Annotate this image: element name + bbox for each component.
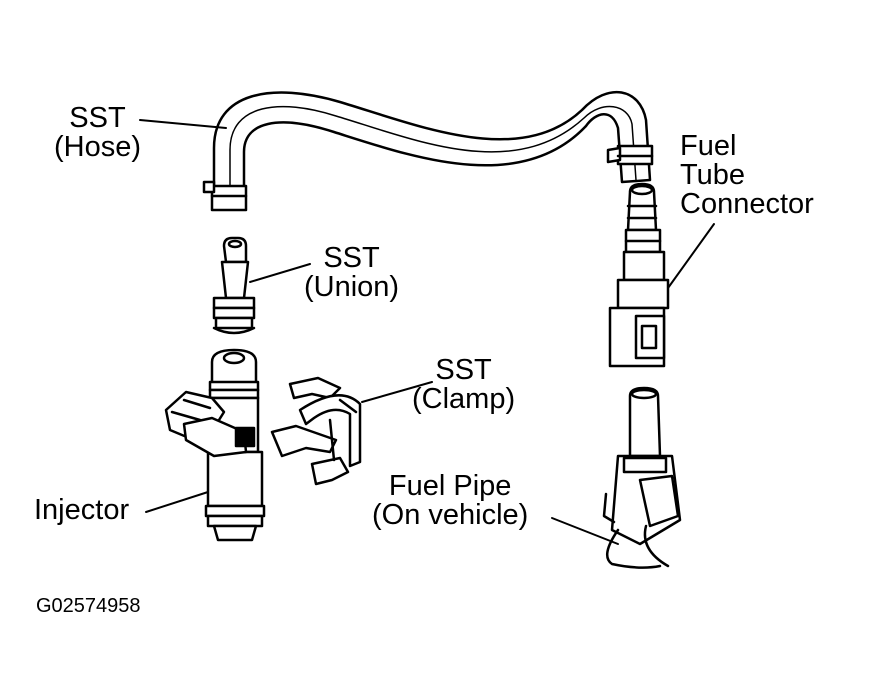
sst-hose <box>202 90 654 212</box>
label-sst-clamp: SST (Clamp) <box>412 354 516 415</box>
fuel-tube-connector <box>608 182 670 368</box>
label-fuel-tube-connector: Fuel Tube Connector <box>680 130 814 220</box>
leader-lines <box>139 119 715 545</box>
injector <box>164 348 266 542</box>
label-fuel-pipe: Fuel Pipe (On vehicle) <box>372 470 529 531</box>
label-sst-hose: SST (Hose) <box>54 102 142 163</box>
sst-union <box>212 236 256 335</box>
figure-code: G02574958 <box>36 595 141 617</box>
sst-clamp <box>270 376 362 486</box>
label-sst-union: SST (Union) <box>304 242 400 303</box>
fuel-pipe <box>602 386 682 569</box>
label-injector: Injector <box>34 494 130 526</box>
